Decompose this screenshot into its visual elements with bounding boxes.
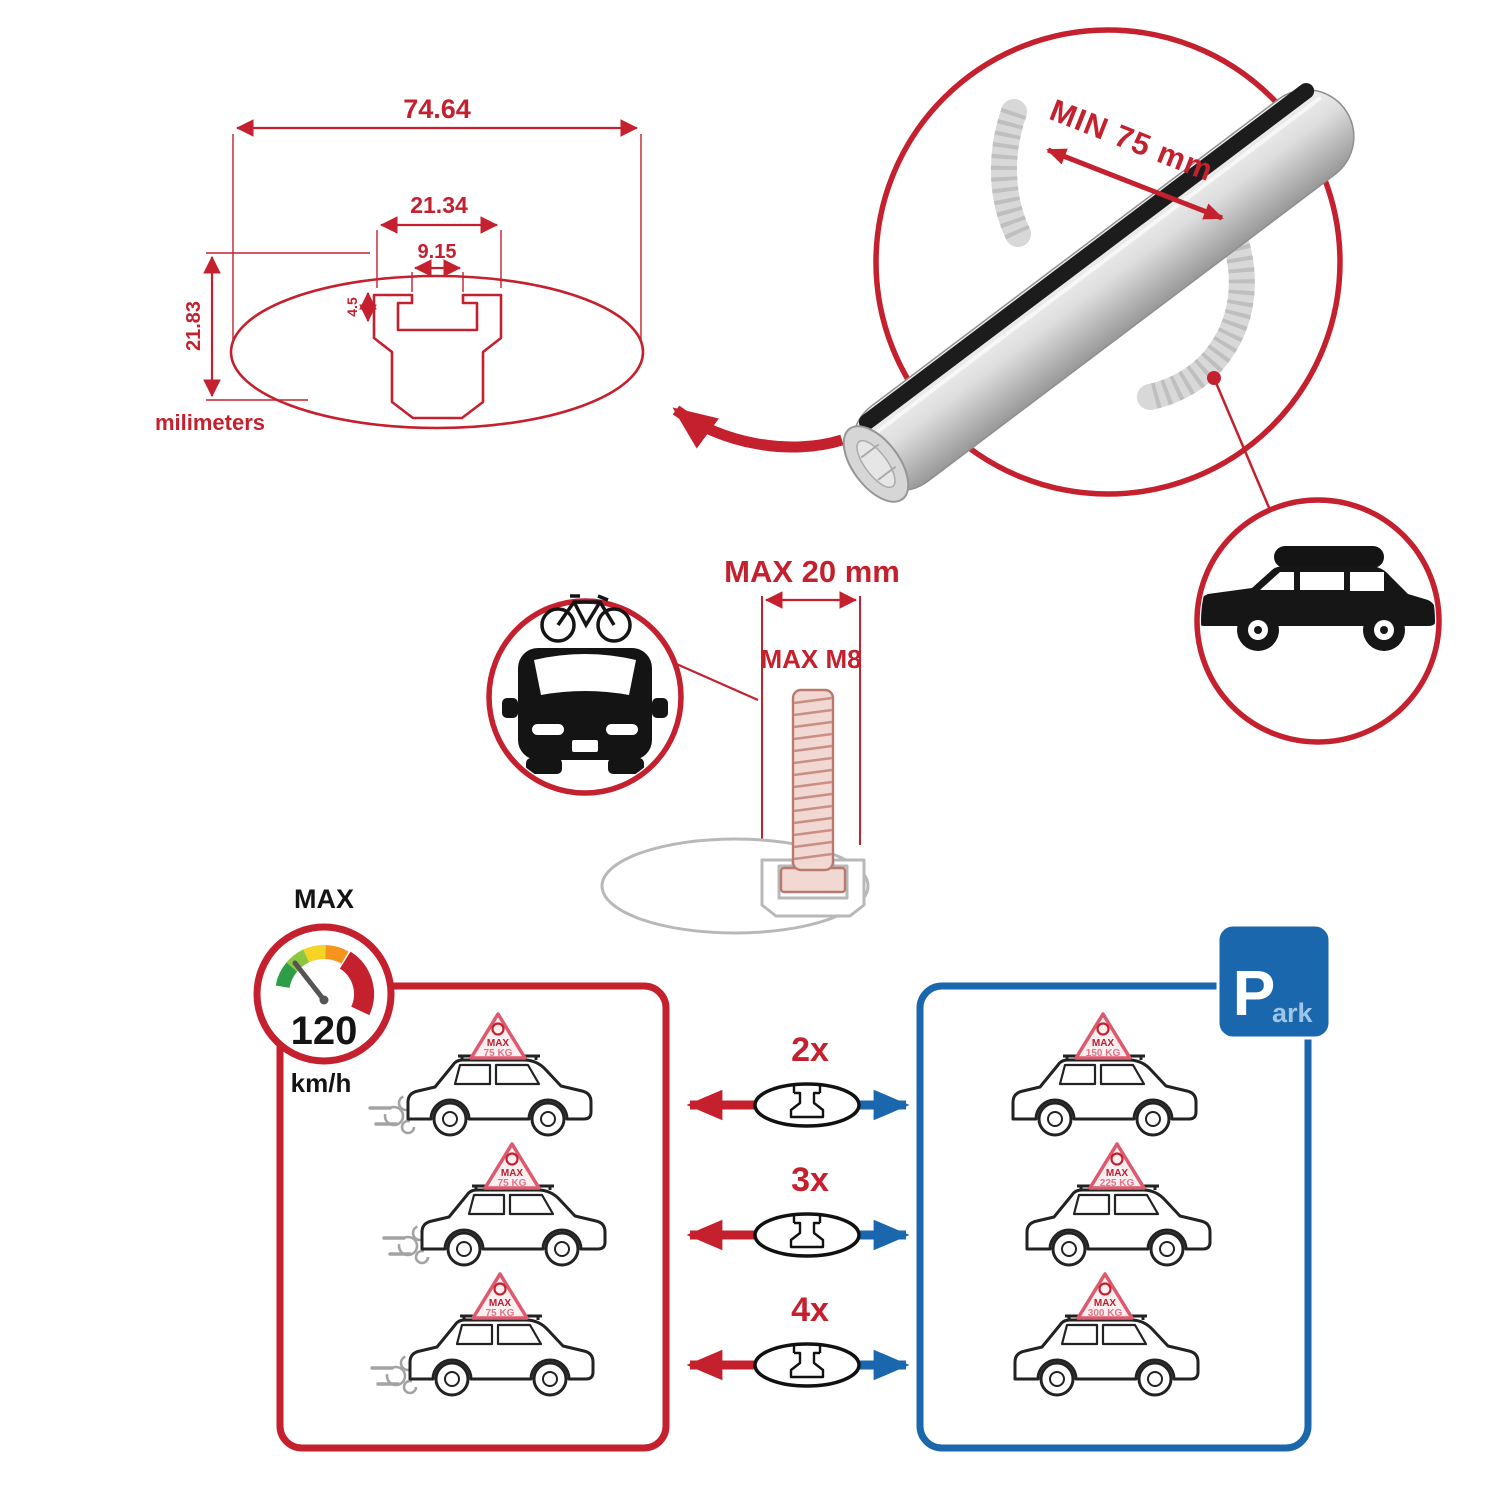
min-span-arrow	[1046, 147, 1224, 221]
park-sign: P ark	[1216, 923, 1332, 1040]
multiplier-row-1: 2x	[686, 1031, 910, 1128]
sign-kg-value: 75 KG	[484, 1048, 513, 1059]
sign-kg-value: 225 KG	[1100, 1178, 1135, 1189]
bike-icon	[540, 594, 632, 643]
parked-car-1: MAX 150 KG	[1011, 1012, 1198, 1137]
speed-max-label: MAX	[294, 884, 354, 914]
pointer-arrow-to-drawing	[672, 405, 844, 453]
speed-unit: km/h	[291, 1068, 352, 1098]
gauge-needle	[292, 960, 327, 1003]
sign-max-label: MAX	[487, 1038, 510, 1049]
dim-lip-depth: 4.5	[344, 297, 360, 317]
multiplier-label: 3x	[791, 1161, 829, 1199]
sign-max-label: MAX	[489, 1298, 512, 1309]
speed-value: 120	[291, 1009, 358, 1053]
park-rest: ark	[1272, 998, 1314, 1028]
crossbar-profile-icon	[753, 1212, 861, 1258]
crossbar-profile-icon	[753, 1342, 861, 1388]
sign-kg-value: 150 KG	[1086, 1048, 1121, 1059]
profile-t-slot	[372, 293, 503, 420]
mount-strap-sketch	[991, 99, 1255, 410]
bar-detail-circle: MIN 75 mm	[842, 27, 1355, 511]
unit-label: milimeters	[155, 410, 265, 435]
crossbar-profile-icon	[753, 1082, 861, 1128]
roof-box	[1274, 546, 1384, 568]
dim-channel-outer-width: 21.34	[410, 192, 468, 218]
sign-max-label: MAX	[1092, 1038, 1115, 1049]
speedometer-gauge	[275, 945, 374, 1016]
sign-max-label: MAX	[1094, 1298, 1117, 1309]
multiplier-row-3: 4x	[686, 1291, 910, 1388]
park-letter: P	[1233, 957, 1276, 1029]
multiplier-label: 4x	[791, 1291, 829, 1329]
dim-slot-width: 9.15	[418, 241, 457, 263]
sign-kg-value: 75 KG	[486, 1308, 515, 1319]
parked-car-3: MAX 300 KG	[1013, 1272, 1200, 1397]
max-width-label: MAX 20 mm	[724, 554, 900, 589]
driving-car-1: MAX 75 KG	[368, 1012, 593, 1137]
max-thread-label: MAX M8	[760, 644, 861, 674]
driving-car-2: MAX 75 KG	[382, 1142, 607, 1267]
sign-kg-value: 75 KG	[498, 1178, 527, 1189]
car-front-icon	[502, 648, 668, 774]
callout-leader-line	[1212, 377, 1272, 511]
bike-callout-leader	[671, 660, 759, 702]
multiplier-label: 2x	[791, 1031, 829, 1069]
dim-overall-width: 74.64	[403, 94, 471, 124]
speed-limit-badge: MAX 120 km/h	[253, 884, 395, 1098]
suv-roofbox-circle	[1194, 497, 1442, 745]
dim-overall-height: 21.83	[183, 301, 205, 351]
bolt-detail: MAX 20 mm MAX M8	[600, 554, 900, 935]
car-bike-circle	[486, 594, 759, 796]
driving-car-3: MAX 75 KG	[370, 1272, 595, 1397]
suv-illustration	[1201, 546, 1435, 651]
bolt-icon	[779, 688, 847, 894]
sign-max-label: MAX	[1106, 1168, 1129, 1179]
multiplier-row-2: 3x	[686, 1161, 910, 1258]
parked-car-2: MAX 225 KG	[1025, 1142, 1212, 1267]
crossbar-cross-section-drawing: 74.64 21.34 9.15 4.5 21.83 milimeters	[155, 94, 645, 435]
sign-max-label: MAX	[501, 1168, 524, 1179]
sign-kg-value: 300 KG	[1088, 1308, 1123, 1319]
